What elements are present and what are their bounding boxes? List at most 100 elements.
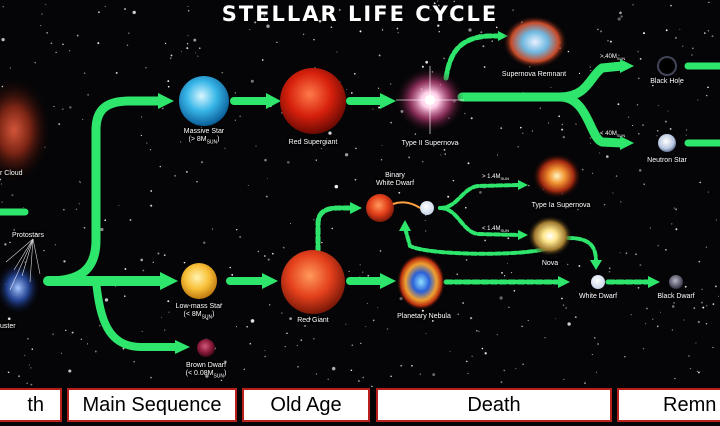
background-star — [179, 141, 182, 143]
background-star — [63, 208, 65, 211]
background-star — [142, 269, 145, 272]
background-star — [169, 57, 172, 60]
background-star — [508, 306, 510, 308]
background-star — [696, 370, 698, 372]
background-star — [186, 43, 189, 45]
background-star — [484, 239, 486, 242]
background-star — [632, 125, 633, 126]
brown-dwarf-mass-sub: SUN — [213, 373, 225, 380]
background-star — [97, 11, 100, 14]
background-star — [174, 175, 176, 177]
background-star — [104, 5, 106, 7]
background-star — [664, 120, 667, 123]
background-star — [60, 352, 63, 354]
background-star — [97, 42, 100, 45]
background-star — [180, 51, 182, 53]
background-star — [711, 35, 714, 38]
background-star — [11, 194, 14, 197]
lowmass-star-mass-close: ) — [212, 311, 215, 318]
background-star — [620, 201, 622, 203]
background-star — [581, 168, 584, 171]
background-star — [231, 16, 234, 19]
background-star — [345, 323, 347, 325]
background-star — [465, 206, 467, 209]
background-star — [591, 172, 594, 175]
background-star — [437, 24, 440, 27]
background-star — [679, 28, 681, 30]
background-star — [425, 333, 427, 335]
background-star — [338, 8, 341, 11]
background-star — [257, 16, 260, 19]
background-star — [61, 108, 64, 110]
planetary-nebula-icon — [397, 254, 445, 310]
background-star — [701, 288, 703, 291]
background-star — [357, 380, 360, 382]
background-star — [686, 129, 688, 131]
background-star — [167, 300, 170, 303]
background-star — [482, 45, 485, 48]
background-star — [671, 305, 675, 308]
background-star — [632, 3, 634, 6]
background-star — [302, 33, 305, 36]
background-star — [660, 311, 661, 313]
stage-bar: th Main Sequence Old Age Death Remn — [0, 388, 720, 426]
label-type-ii-supernova: Type II Supernova — [401, 140, 459, 147]
background-star — [595, 371, 598, 373]
background-star — [69, 106, 72, 109]
background-star — [145, 66, 147, 69]
background-star — [679, 83, 681, 85]
background-star — [656, 325, 659, 328]
background-star — [682, 45, 684, 47]
background-star — [78, 203, 80, 205]
label-neutron-star: Neutron Star — [647, 157, 687, 164]
label-binary-white-dwarf: Binary White Dwarf — [376, 172, 414, 188]
background-star — [122, 347, 125, 350]
background-star — [440, 154, 442, 156]
background-star — [483, 66, 486, 68]
background-star — [354, 178, 357, 181]
background-star — [320, 147, 323, 150]
background-star — [600, 30, 602, 33]
background-star — [507, 237, 510, 240]
background-star — [496, 154, 499, 156]
background-star — [386, 328, 389, 330]
background-star — [264, 355, 266, 358]
background-star — [353, 72, 356, 75]
background-star — [447, 195, 450, 198]
massive-star-mass-close: ) — [217, 136, 220, 143]
background-star — [620, 15, 623, 18]
background-star — [229, 266, 231, 269]
background-star — [83, 226, 86, 229]
background-star — [652, 84, 654, 87]
background-star — [84, 72, 86, 74]
background-star — [675, 228, 678, 231]
background-star — [141, 116, 143, 118]
brown-dwarf-mass: (< 0.08M — [185, 370, 214, 377]
background-star — [45, 3, 47, 5]
background-star — [243, 368, 245, 370]
background-star — [41, 13, 43, 15]
background-star — [80, 338, 82, 340]
label-type-ia-supernova: Type Ia Supernova — [531, 202, 591, 209]
head-wd — [558, 276, 570, 288]
head-bh — [620, 59, 634, 73]
head-massive — [158, 93, 174, 109]
background-star — [234, 119, 236, 121]
background-star — [2, 6, 4, 8]
background-star — [40, 25, 42, 27]
background-star — [521, 325, 523, 328]
black-hole-icon — [657, 56, 677, 76]
background-star — [271, 252, 274, 255]
background-star — [703, 32, 706, 34]
background-star — [555, 318, 557, 320]
background-star — [597, 28, 599, 31]
background-star — [159, 165, 161, 168]
background-star — [480, 31, 483, 34]
background-star — [284, 346, 286, 348]
background-star — [607, 39, 609, 42]
background-star — [185, 170, 188, 173]
background-star — [360, 342, 362, 345]
background-star — [675, 37, 677, 39]
background-star — [79, 180, 81, 182]
mass-label-lt14: < 1.4MSUN — [482, 226, 509, 233]
